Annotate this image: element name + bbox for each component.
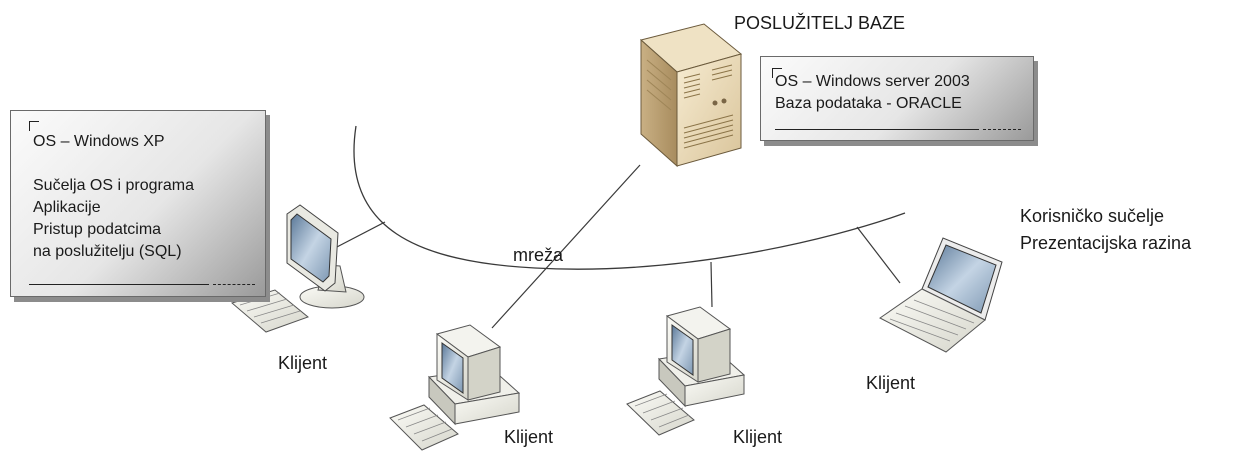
server-os-text: OS – Windows server 2003 (775, 73, 970, 90)
desktop-client-icon (230, 204, 365, 333)
desktop-client-label: Klijent (278, 353, 328, 373)
network-label: mreža (513, 245, 564, 265)
box-rule-dashed (983, 129, 1021, 130)
box-corner (772, 68, 782, 78)
server-info-text: OS – Windows server 2003 Baza podataka -… (775, 71, 970, 115)
pc-client-2-label: Klijent (733, 427, 783, 447)
server-title: POSLUŽITELJ BAZE (734, 13, 906, 33)
laptop-client-icon (879, 237, 1003, 353)
laptop-client-label: Klijent (866, 373, 916, 393)
box-rule (29, 284, 209, 285)
laptop-note-line-1: Korisničko sučelje (1020, 206, 1165, 226)
server-database-text: Baza podataka - ORACLE (775, 95, 962, 112)
desktop-os-text: OS – Windows XP (33, 133, 165, 150)
laptop-note-line-2: Prezentacijska razina (1020, 233, 1192, 253)
server-info-box: OS – Windows server 2003 Baza podataka -… (760, 56, 1034, 141)
link-desktop (332, 221, 386, 250)
pc-client-1-label: Klijent (504, 427, 554, 447)
desktop-info-line: Aplikacije (33, 199, 101, 216)
box-rule (775, 129, 979, 130)
desktop-info-line: Sučelja OS i programa (33, 177, 194, 194)
link-pc2 (710, 261, 713, 308)
pc-client-icon (626, 306, 746, 436)
pc-client-icon (389, 324, 521, 451)
desktop-info-line: Pristup podatcima (33, 221, 162, 238)
link-laptop (856, 226, 901, 284)
desktop-info-line: na poslužitelju (SQL) (33, 243, 182, 260)
box-corner (29, 121, 39, 131)
link-server (491, 164, 641, 329)
desktop-client-info-text: OS – Windows XP Sučelja OS i programa Ap… (33, 131, 194, 263)
box-rule-dashed (213, 284, 255, 285)
desktop-client-info-box: OS – Windows XP Sučelja OS i programa Ap… (10, 110, 266, 297)
server-icon (639, 23, 743, 168)
network-arc (353, 125, 906, 270)
